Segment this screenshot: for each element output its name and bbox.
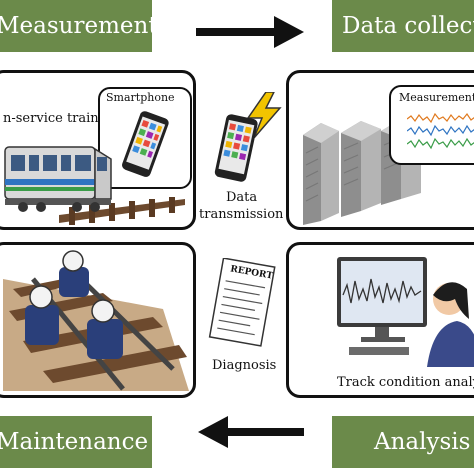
track-condition-label: Track condition analy (337, 375, 474, 390)
analysis-panel: Track condition analy (286, 242, 474, 398)
maintenance-text: Maintenance (0, 429, 149, 455)
train-icon (4, 146, 185, 225)
data-collection-panel: Measurement d (286, 70, 474, 230)
data-collection-text: Data collecti (342, 13, 474, 39)
lightning-icon (246, 92, 282, 138)
train-panel: n-service train Smartphone (0, 70, 196, 230)
arrow-left-icon (198, 416, 304, 448)
data-transmission-line1: Data (226, 190, 258, 205)
smartphone-icon (214, 114, 258, 182)
workers-icon (3, 250, 189, 391)
arrow-right-icon (196, 16, 304, 48)
monitor-icon (337, 257, 474, 367)
maintenance-panel (0, 242, 196, 398)
measurement-data-bubble: Measurement d (389, 85, 474, 165)
train-label: n-service train (3, 111, 99, 126)
smartphone-icon (122, 111, 169, 177)
smartphone-label: Smartphone (106, 91, 175, 104)
diagnosis-label: Diagnosis (212, 358, 277, 373)
measurement-text: Measurement (0, 13, 152, 39)
data-collection-label: Data collecti (332, 0, 474, 52)
measurement-data-label: Measurement d (399, 91, 474, 104)
data-transmission-line2: transmission (199, 207, 284, 222)
analysis-label: Analysis (332, 416, 474, 468)
measurement-label: Measurement (0, 0, 152, 52)
analysis-text: Analysis (374, 429, 471, 455)
smartphone-bubble: Smartphone (98, 87, 192, 189)
maintenance-label: Maintenance (0, 416, 152, 468)
report-icon (208, 258, 276, 347)
waveform-icon (407, 112, 474, 150)
